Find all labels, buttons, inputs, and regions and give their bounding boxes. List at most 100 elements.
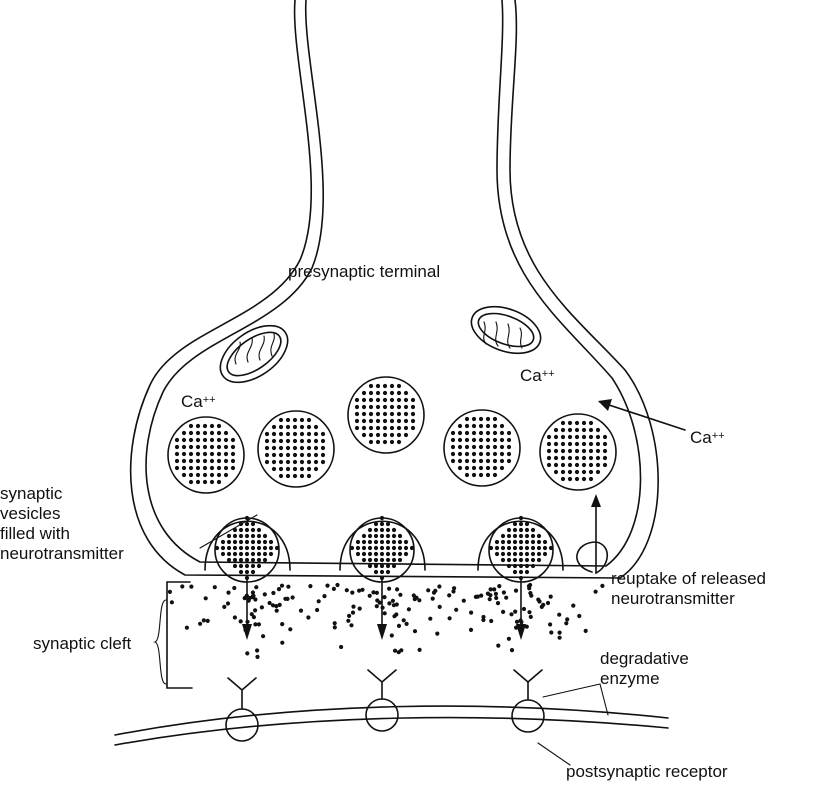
neurotransmitter-dot bbox=[507, 438, 511, 442]
neurotransmitter-dot bbox=[589, 428, 593, 432]
neurotransmitter-dot bbox=[472, 417, 476, 421]
synaptic-vesicles-label: synaptic vesicles filled with neurotrans… bbox=[0, 484, 124, 564]
neurotransmitter-dot bbox=[279, 474, 283, 478]
neurotransmitter-dot bbox=[489, 587, 493, 591]
neurotransmitter-dot bbox=[376, 419, 380, 423]
neurotransmitter-dot bbox=[488, 593, 492, 597]
neurotransmitter-dot bbox=[269, 546, 273, 550]
neurotransmitter-dot bbox=[182, 438, 186, 442]
neurotransmitter-dot bbox=[196, 473, 200, 477]
neurotransmitter-dot bbox=[528, 591, 532, 595]
neurotransmitter-dot bbox=[493, 445, 497, 449]
neurotransmitter-dot bbox=[300, 432, 304, 436]
neurotransmitter-dot bbox=[596, 449, 600, 453]
neurotransmitter-dot bbox=[265, 432, 269, 436]
neurotransmitter-dot bbox=[376, 398, 380, 402]
neurotransmitter-dot bbox=[245, 651, 249, 655]
neurotransmitter-dot bbox=[203, 438, 207, 442]
neurotransmitter-dot bbox=[493, 424, 497, 428]
neurotransmitter-dot bbox=[561, 456, 565, 460]
neurotransmitter-dot bbox=[390, 433, 394, 437]
neurotransmitter-dot bbox=[479, 452, 483, 456]
neurotransmitter-dot bbox=[217, 438, 221, 442]
neurotransmitter-dot bbox=[380, 546, 384, 550]
neurotransmitter-dot bbox=[210, 473, 214, 477]
degradative-enzyme-label: degradative enzyme bbox=[600, 649, 689, 689]
neurotransmitter-dot bbox=[547, 435, 551, 439]
neurotransmitter-dot bbox=[251, 590, 255, 594]
neurotransmitter-dot bbox=[307, 432, 311, 436]
neurotransmitter-dot bbox=[575, 435, 579, 439]
neurotransmitter-dot bbox=[397, 391, 401, 395]
neurotransmitter-dot bbox=[239, 528, 243, 532]
neurotransmitter-dot bbox=[509, 612, 513, 616]
neurotransmitter-dot bbox=[280, 641, 284, 645]
neurotransmitter-dot bbox=[458, 445, 462, 449]
neurotransmitter-dot bbox=[362, 540, 366, 544]
neurotransmitter-dot bbox=[245, 558, 249, 562]
neurotransmitter-dot bbox=[469, 611, 473, 615]
neurotransmitter-dot bbox=[362, 433, 366, 437]
neurotransmitter-dot bbox=[589, 435, 593, 439]
neurotransmitter-dot bbox=[362, 534, 366, 538]
neurotransmitter-dot bbox=[263, 546, 267, 550]
neurotransmitter-dot bbox=[513, 540, 517, 544]
neurotransmitter-dot bbox=[307, 425, 311, 429]
neurotransmitter-dot bbox=[196, 466, 200, 470]
neurotransmitter-dot bbox=[251, 552, 255, 556]
neurotransmitter-dot bbox=[175, 438, 179, 442]
neurotransmitter-dot bbox=[293, 432, 297, 436]
neurotransmitter-dot bbox=[345, 588, 349, 592]
neurotransmitter-dot bbox=[226, 601, 230, 605]
neurotransmitter-dot bbox=[451, 431, 455, 435]
neurotransmitter-dot bbox=[519, 620, 523, 624]
neurotransmitter-dot bbox=[568, 442, 572, 446]
neurotransmitter-dot bbox=[531, 552, 535, 556]
neurotransmitter-dot bbox=[196, 431, 200, 435]
neurotransmitter-dot bbox=[265, 446, 269, 450]
neurotransmitter-dot bbox=[404, 391, 408, 395]
neurotransmitter-dot bbox=[217, 459, 221, 463]
neurotransmitter-dot bbox=[279, 467, 283, 471]
neurotransmitter-dot bbox=[227, 552, 231, 556]
neurotransmitter-dot bbox=[383, 384, 387, 388]
neurotransmitter-dot bbox=[397, 412, 401, 416]
neurotransmitter-dot bbox=[376, 384, 380, 388]
neurotransmitter-dot bbox=[575, 442, 579, 446]
neurotransmitter-dot bbox=[507, 459, 511, 463]
neurotransmitter-dot bbox=[369, 412, 373, 416]
neurotransmitter-dot bbox=[217, 480, 221, 484]
neurotransmitter-dot bbox=[272, 453, 276, 457]
neurotransmitter-dot bbox=[493, 431, 497, 435]
neurotransmitter-dot bbox=[369, 405, 373, 409]
neurotransmitter-dot bbox=[355, 412, 359, 416]
neurotransmitter-dot bbox=[369, 419, 373, 423]
neurotransmitter-dot bbox=[494, 592, 498, 596]
neurotransmitter-dot bbox=[392, 540, 396, 544]
neurotransmitter-dot bbox=[245, 534, 249, 538]
neurotransmitter-dot bbox=[239, 522, 243, 526]
neurotransmitter-dot bbox=[500, 459, 504, 463]
neurotransmitter-dot bbox=[268, 601, 272, 605]
neurotransmitter-dot bbox=[582, 449, 586, 453]
neurotransmitter-dot bbox=[306, 615, 310, 619]
neurotransmitter-dot bbox=[189, 452, 193, 456]
neurotransmitter-dot bbox=[210, 459, 214, 463]
neurotransmitter-dot bbox=[462, 599, 466, 603]
neurotransmitter-dot bbox=[432, 591, 436, 595]
neurotransmitter-dot bbox=[397, 419, 401, 423]
neurotransmitter-dot bbox=[582, 428, 586, 432]
neurotransmitter-dot bbox=[369, 440, 373, 444]
neurotransmitter-dot bbox=[286, 460, 290, 464]
neurotransmitter-dot bbox=[513, 610, 517, 614]
neurotransmitter-dot bbox=[479, 459, 483, 463]
neurotransmitter-dot bbox=[231, 438, 235, 442]
neurotransmitter-dot bbox=[404, 546, 408, 550]
neurotransmitter-dot bbox=[479, 445, 483, 449]
neurotransmitter-dot bbox=[355, 426, 359, 430]
neurotransmitter-dot bbox=[252, 615, 256, 619]
neurotransmitter-dot bbox=[272, 425, 276, 429]
neurotransmitter-dot bbox=[543, 540, 547, 544]
neurotransmitter-dot bbox=[279, 432, 283, 436]
